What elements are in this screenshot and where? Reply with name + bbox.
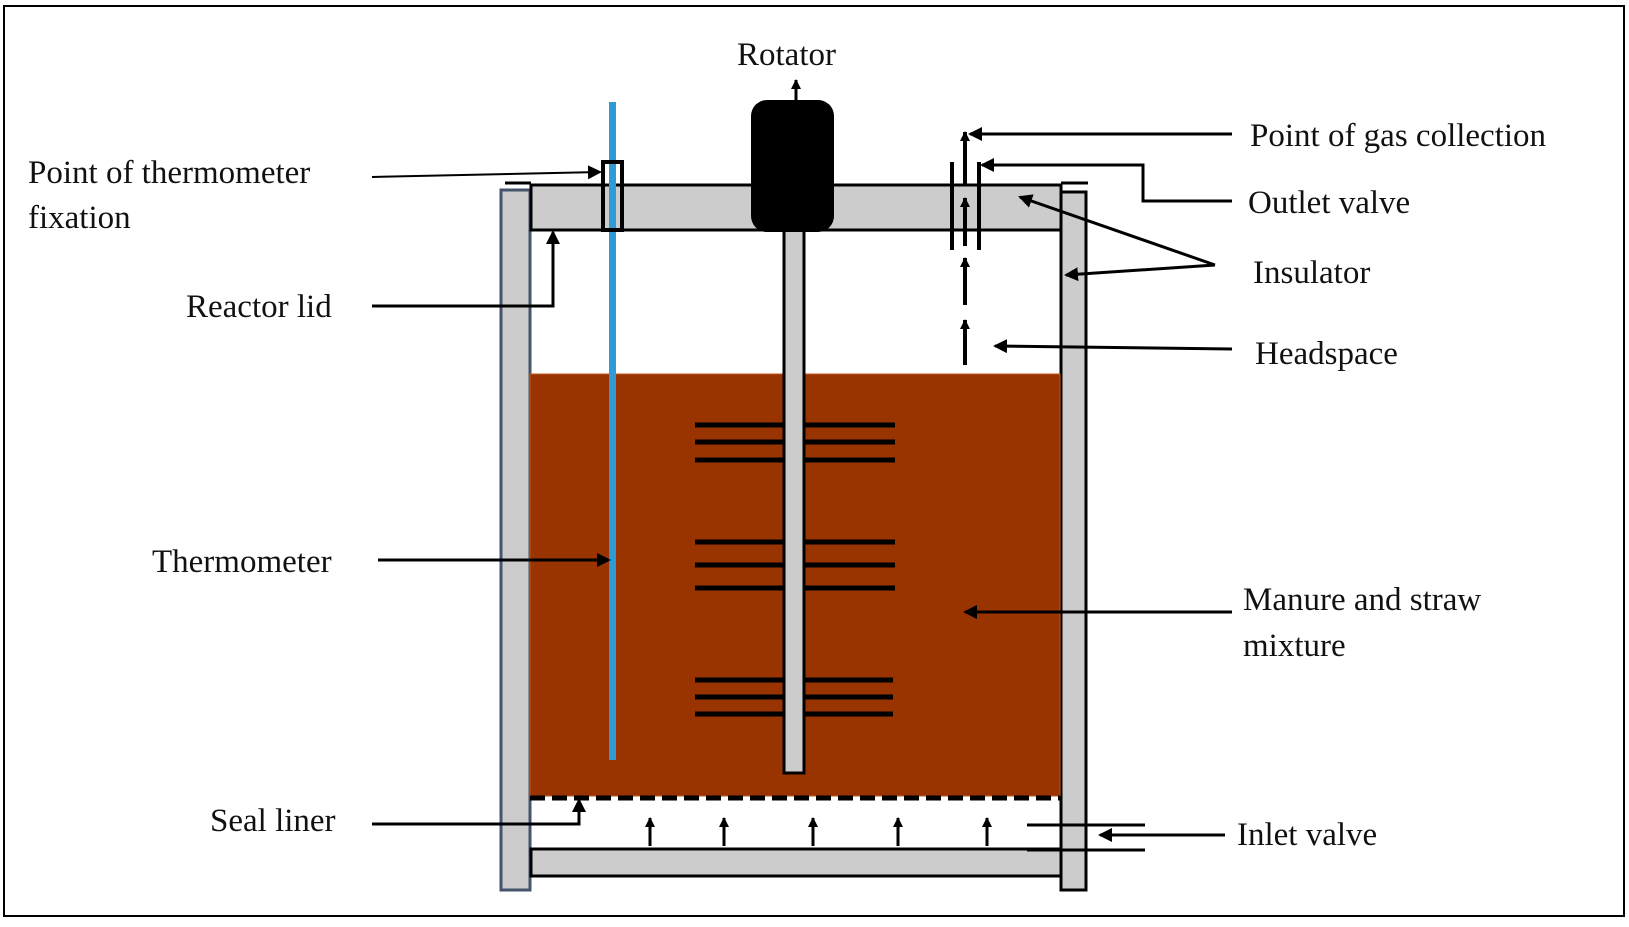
- label-inlet-valve: Inlet valve: [1237, 817, 1377, 853]
- label-thermometer: Thermometer: [152, 544, 332, 580]
- label-point-of-thermometer-fixation-line1: Point of thermometer: [28, 155, 310, 191]
- thermometer-rod: [609, 102, 616, 760]
- left-insulator-wall: [499, 188, 532, 892]
- leader-seal-liner: [372, 798, 586, 826]
- label-seal-liner: Seal liner: [210, 803, 336, 839]
- bottom-plate: [529, 847, 1063, 878]
- label-point-of-thermometer-fixation-line2: fixation: [28, 200, 131, 236]
- label-manure-line2: mixture: [1243, 628, 1346, 664]
- rotator-motor: [751, 100, 834, 232]
- leader-outlet-valve: [980, 158, 1232, 203]
- leader-point-of-thermometer-fixation: [371, 165, 602, 180]
- label-rotator: Rotator: [737, 37, 836, 73]
- right-insulator-wall: [1059, 190, 1088, 892]
- leader-insulator-wall: [1064, 263, 1216, 282]
- impeller-blades-lower: [695, 677, 893, 717]
- label-reactor-lid: Reactor lid: [186, 289, 332, 325]
- impeller-blades-middle: [695, 539, 895, 591]
- thermometer-fixation-clamp: [601, 160, 624, 232]
- leader-insulator-lid: [1018, 194, 1216, 267]
- label-outlet-valve: Outlet valve: [1248, 185, 1410, 221]
- gas-collection-pipe: [950, 162, 981, 250]
- label-manure-line1: Manure and straw: [1243, 582, 1481, 618]
- label-headspace: Headspace: [1255, 336, 1398, 372]
- leader-headspace: [993, 339, 1233, 354]
- rotator-shaft: [782, 223, 806, 775]
- label-insulator: Insulator: [1253, 255, 1370, 291]
- leader-reactor-lid: [372, 230, 560, 308]
- impeller-blades-upper: [695, 422, 895, 463]
- label-point-of-gas-collection: Point of gas collection: [1250, 118, 1546, 154]
